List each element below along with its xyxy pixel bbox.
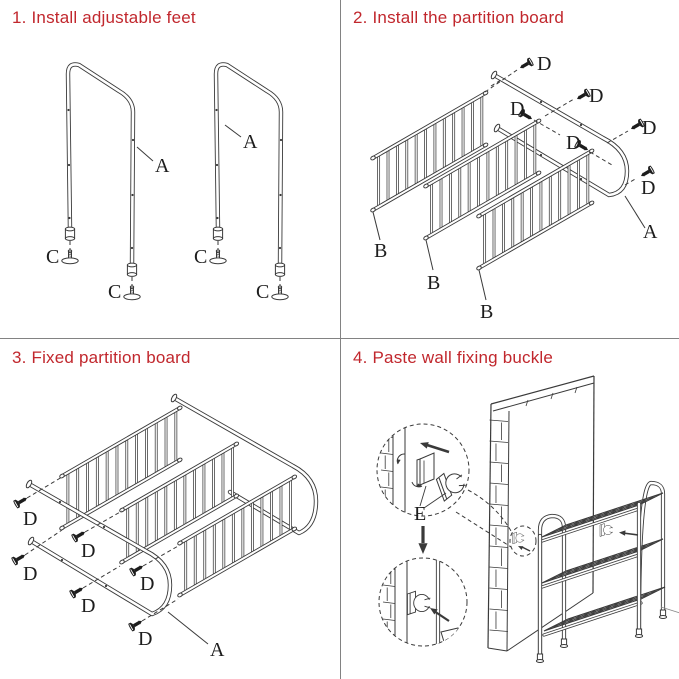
part-label-foot: C	[46, 246, 59, 268]
part-label-foot: C	[256, 281, 269, 303]
grid-divider-vertical	[340, 0, 341, 679]
step-2-art	[370, 57, 655, 301]
step-2-labels: D D D D D D B B B A	[374, 53, 658, 323]
step-4-labels: E	[414, 503, 426, 525]
step-2-panel: 2. Install the partition board D D D D D…	[341, 0, 679, 338]
step-1-art	[61, 62, 289, 301]
step-4-illustration: E	[376, 375, 679, 663]
part-label-screw: D	[641, 177, 655, 199]
step-1-labels: A A C C C C	[46, 131, 269, 303]
part-label-screw: D	[81, 595, 95, 617]
step-4-panel: 4. Paste wall fixing buckle E	[341, 340, 679, 678]
grid-divider-horizontal	[0, 338, 679, 339]
part-label-frame: A	[210, 639, 225, 661]
part-label-foot: C	[108, 281, 121, 303]
part-label-screw: D	[510, 98, 524, 120]
part-label-screw: D	[81, 540, 95, 562]
part-label-screw: D	[23, 563, 37, 585]
part-label-screw: D	[140, 573, 154, 595]
part-label-buckle: E	[414, 503, 426, 525]
step-1-illustration: A A C C C C	[46, 62, 289, 303]
part-label-foot: C	[194, 246, 207, 268]
part-label-board: B	[427, 272, 440, 294]
step-2-illustration: D D D D D D B B B A	[370, 53, 658, 323]
step-3-labels: D D D D D D A	[23, 508, 225, 661]
part-label-screw: D	[642, 117, 656, 139]
step-3-art	[11, 393, 319, 645]
part-label-screw: D	[138, 628, 152, 650]
step-4-art	[376, 375, 679, 663]
part-label-screw: D	[23, 508, 37, 530]
part-label-frame: A	[643, 221, 658, 243]
step-3-panel: 3. Fixed partition board D D D D D D A	[0, 340, 339, 678]
part-label-screw: D	[537, 53, 551, 75]
step-3-title: 3. Fixed partition board	[12, 348, 191, 367]
part-label-frame: A	[243, 131, 258, 153]
step-3-illustration: D D D D D D A	[11, 393, 319, 661]
step-1-panel: 1. Install adjustable feet A A C C C C	[0, 0, 339, 338]
step-2-title: 2. Install the partition board	[353, 8, 565, 27]
part-label-frame: A	[155, 155, 170, 177]
part-label-board: B	[480, 301, 493, 323]
part-label-screw: D	[566, 132, 580, 154]
part-label-board: B	[374, 240, 387, 262]
part-label-screw: D	[589, 85, 603, 107]
step-1-title: 1. Install adjustable feet	[12, 8, 196, 27]
step-4-title: 4. Paste wall fixing buckle	[353, 348, 554, 367]
